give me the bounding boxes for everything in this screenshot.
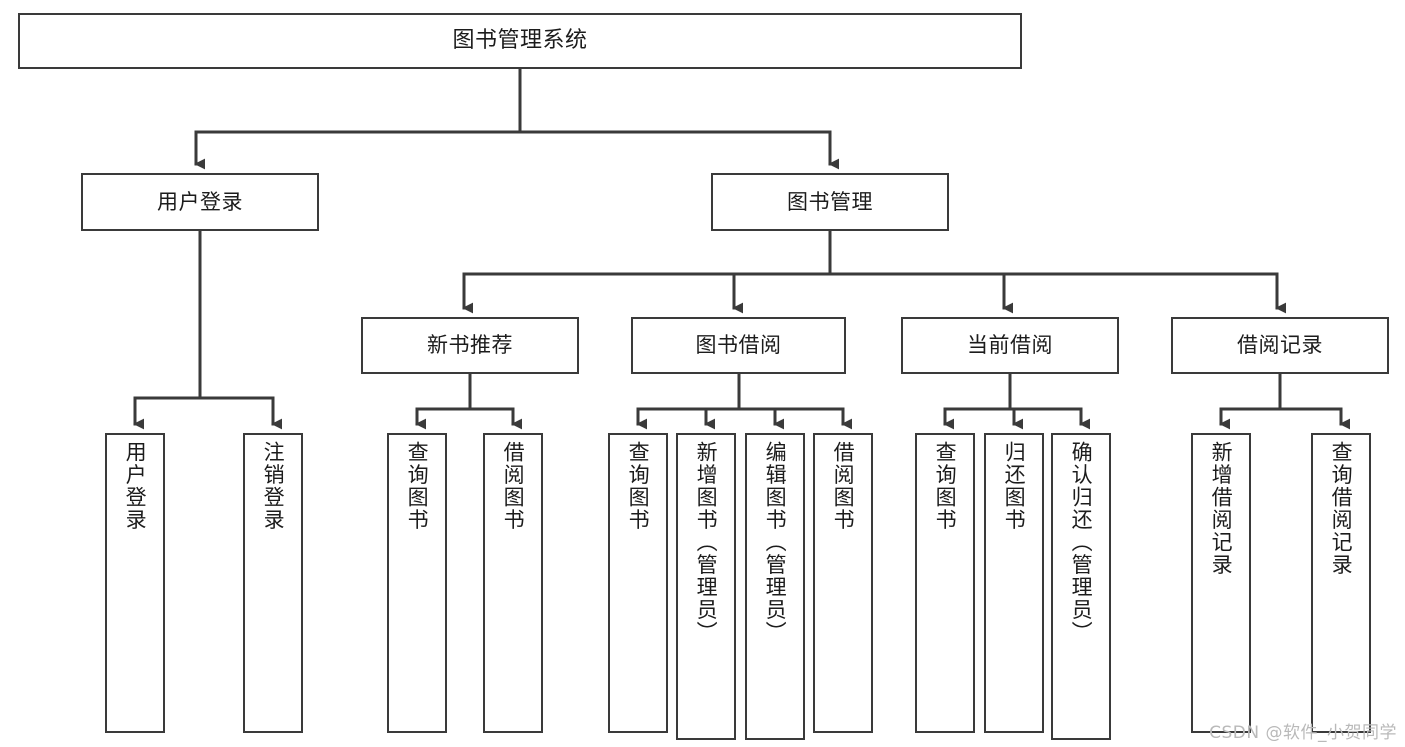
leaf-query-borrow-record-label: 查询借阅记录: [1329, 441, 1354, 576]
leaf-query-book-3[interactable]: 查询图书: [915, 433, 975, 733]
leaf-edit-book-admin-label: 编辑图书（管理员）: [763, 441, 788, 644]
leaf-query-book-3-label: 查询图书: [933, 441, 958, 531]
node-user-login[interactable]: 用户登录: [81, 173, 319, 231]
leaf-add-borrow-record-label: 新增借阅记录: [1209, 441, 1234, 576]
csdn-watermark: CSDN @软件_小贺同学: [1209, 723, 1397, 743]
node-current-borrow[interactable]: 当前借阅: [901, 317, 1119, 374]
node-book-manage-label: 图书管理: [787, 189, 873, 214]
leaf-borrow-book-1[interactable]: 借阅图书: [483, 433, 543, 733]
leaf-add-book-admin[interactable]: 新增图书（管理员）: [676, 433, 736, 740]
leaf-confirm-return-admin-label: 确认归还（管理员）: [1069, 441, 1094, 644]
leaf-query-book-2-label: 查询图书: [626, 441, 651, 531]
leaf-borrow-book-2-label: 借阅图书: [831, 441, 856, 531]
node-book-borrow-label: 图书借阅: [695, 333, 782, 358]
leaf-confirm-return-admin[interactable]: 确认归还（管理员）: [1051, 433, 1111, 740]
leaf-edit-book-admin[interactable]: 编辑图书（管理员）: [745, 433, 805, 740]
node-new-book-recommend-label: 新书推荐: [427, 333, 513, 358]
leaf-query-book-1-label: 查询图书: [405, 441, 430, 531]
leaf-user-login-label: 用户登录: [123, 441, 148, 531]
node-current-borrow-label: 当前借阅: [967, 333, 1053, 358]
leaf-borrow-book-1-label: 借阅图书: [501, 441, 526, 531]
leaf-logout-login[interactable]: 注销登录: [243, 433, 303, 733]
node-user-login-label: 用户登录: [157, 189, 243, 214]
leaf-query-book-1[interactable]: 查询图书: [387, 433, 447, 733]
leaf-add-borrow-record[interactable]: 新增借阅记录: [1191, 433, 1251, 733]
leaf-user-login[interactable]: 用户登录: [105, 433, 165, 733]
leaf-add-book-admin-label: 新增图书（管理员）: [694, 441, 719, 644]
node-book-manage[interactable]: 图书管理: [711, 173, 949, 231]
node-root-label: 图书管理系统: [452, 28, 588, 54]
leaf-borrow-book-2[interactable]: 借阅图书: [813, 433, 873, 733]
leaf-return-book[interactable]: 归还图书: [984, 433, 1044, 733]
leaf-return-book-label: 归还图书: [1002, 441, 1027, 531]
leaf-query-borrow-record[interactable]: 查询借阅记录: [1311, 433, 1371, 733]
node-borrow-record-label: 借阅记录: [1237, 333, 1323, 358]
leaf-query-book-2[interactable]: 查询图书: [608, 433, 668, 733]
node-borrow-record[interactable]: 借阅记录: [1171, 317, 1389, 374]
node-new-book-recommend[interactable]: 新书推荐: [361, 317, 579, 374]
node-root[interactable]: 图书管理系统: [18, 13, 1022, 69]
leaf-logout-login-label: 注销登录: [261, 441, 286, 531]
node-book-borrow[interactable]: 图书借阅: [631, 317, 846, 374]
